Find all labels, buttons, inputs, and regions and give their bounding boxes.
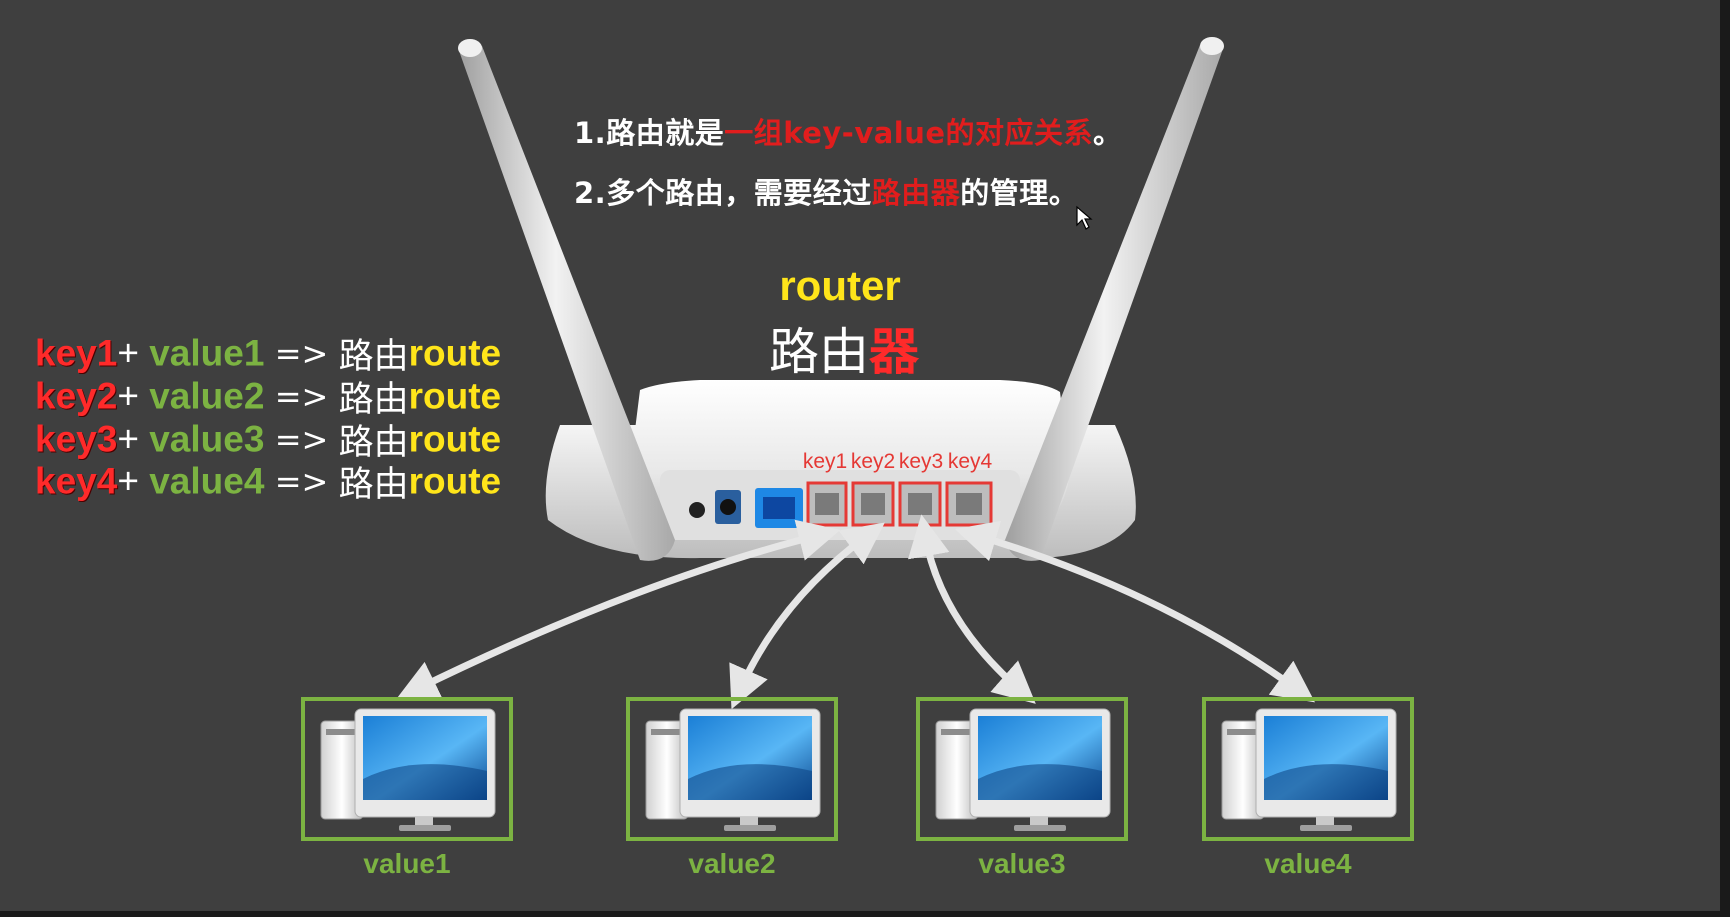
route-arrow: => — [274, 462, 329, 501]
screen-edge-bottom — [0, 911, 1730, 917]
route-zh: 路由 — [338, 423, 409, 463]
route-key: key3 — [35, 418, 118, 460]
route-value: value1 — [149, 332, 265, 374]
route-value: value3 — [149, 418, 265, 460]
computer-icon — [916, 697, 1128, 841]
route-key: key1 — [35, 332, 118, 374]
route-route: route — [408, 418, 502, 460]
router-zh-highlight: 器 — [869, 323, 919, 381]
route-route: route — [408, 375, 502, 417]
route-row-3: key3+ value3 => 路由route — [35, 414, 502, 464]
route-row-1: key1+ value1 => 路由route — [35, 328, 502, 378]
port-label-key3: key3 — [898, 450, 944, 473]
route-plus: + — [117, 460, 139, 502]
computer-icon — [301, 697, 513, 841]
port-label-key4: key4 — [947, 450, 993, 473]
note-line-2: 2.多个路由，需要经过路由器的管理。 — [574, 170, 1078, 212]
left-antenna — [458, 39, 675, 561]
note-1-suffix: 。 — [1093, 116, 1123, 150]
arrow-key4-value4 — [954, 520, 1316, 703]
note-1-prefix: 1.路由就是 — [574, 116, 725, 150]
router-zh-prefix: 路由 — [769, 323, 869, 381]
note-2-prefix: 2.多个路由，需要经过 — [574, 176, 872, 210]
computer-label-value3: value3 — [978, 848, 1066, 879]
note-line-1: 1.路由就是一组key-value的对应关系。 — [574, 110, 1123, 152]
port-label-key2: key2 — [850, 450, 896, 473]
port-label-key1: key1 — [802, 450, 848, 473]
route-arrow: => — [274, 377, 329, 416]
computer-label-value4: value4 — [1264, 848, 1352, 879]
route-plus: + — [117, 418, 139, 460]
router-title-en: router — [779, 262, 901, 309]
route-value: value4 — [149, 460, 265, 502]
route-arrow: => — [274, 334, 329, 373]
route-row-4: key4+ value4 => 路由route — [35, 456, 502, 506]
note-2-suffix: 的管理。 — [960, 176, 1079, 210]
route-value: value2 — [149, 375, 265, 417]
note-2-highlight: 路由器 — [871, 176, 961, 210]
route-key: key4 — [35, 460, 118, 502]
computer-label-value1: value1 — [363, 848, 451, 879]
cursor-icon — [1076, 205, 1093, 230]
right-antenna — [1005, 37, 1224, 561]
route-zh: 路由 — [338, 380, 409, 420]
route-arrow: => — [274, 420, 329, 459]
route-route: route — [408, 460, 502, 502]
computer-label-value2: value2 — [688, 848, 776, 879]
route-key: key2 — [35, 375, 118, 417]
route-row-2: key2+ value2 => 路由route — [35, 371, 502, 421]
computer-icon — [626, 697, 838, 841]
route-zh: 路由 — [338, 337, 409, 377]
screen-edge-right — [1720, 0, 1730, 917]
note-1-highlight: 一组key-value的对应关系 — [724, 116, 1094, 150]
router-title-zh: 路由器 — [754, 312, 934, 384]
route-zh: 路由 — [338, 465, 409, 505]
route-plus: + — [117, 332, 139, 374]
route-route: route — [408, 332, 502, 374]
computer-icon — [1202, 697, 1414, 841]
route-plus: + — [117, 375, 139, 417]
arrow-key2-value2 — [729, 522, 885, 710]
